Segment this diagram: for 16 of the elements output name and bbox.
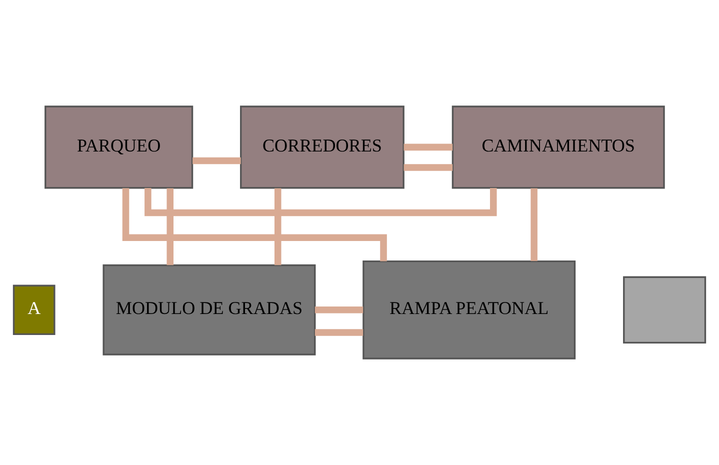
connector	[314, 329, 364, 336]
connector	[530, 188, 538, 262]
node-box: PARQUEO	[44, 106, 194, 189]
node-box: CORREDORES	[240, 106, 404, 189]
node-box: CAMINAMIENTOS	[452, 106, 665, 189]
node-box: A	[12, 284, 56, 336]
node-box: MODULO DE GRADAS	[102, 264, 316, 356]
connector	[314, 306, 364, 314]
node-box: RAMPA PEATONAL	[362, 260, 576, 360]
connector	[404, 144, 453, 151]
connector	[274, 188, 282, 266]
connector	[166, 188, 174, 266]
connector	[122, 188, 387, 262]
connector	[404, 164, 453, 171]
node-box	[623, 276, 706, 344]
connector	[192, 157, 241, 164]
